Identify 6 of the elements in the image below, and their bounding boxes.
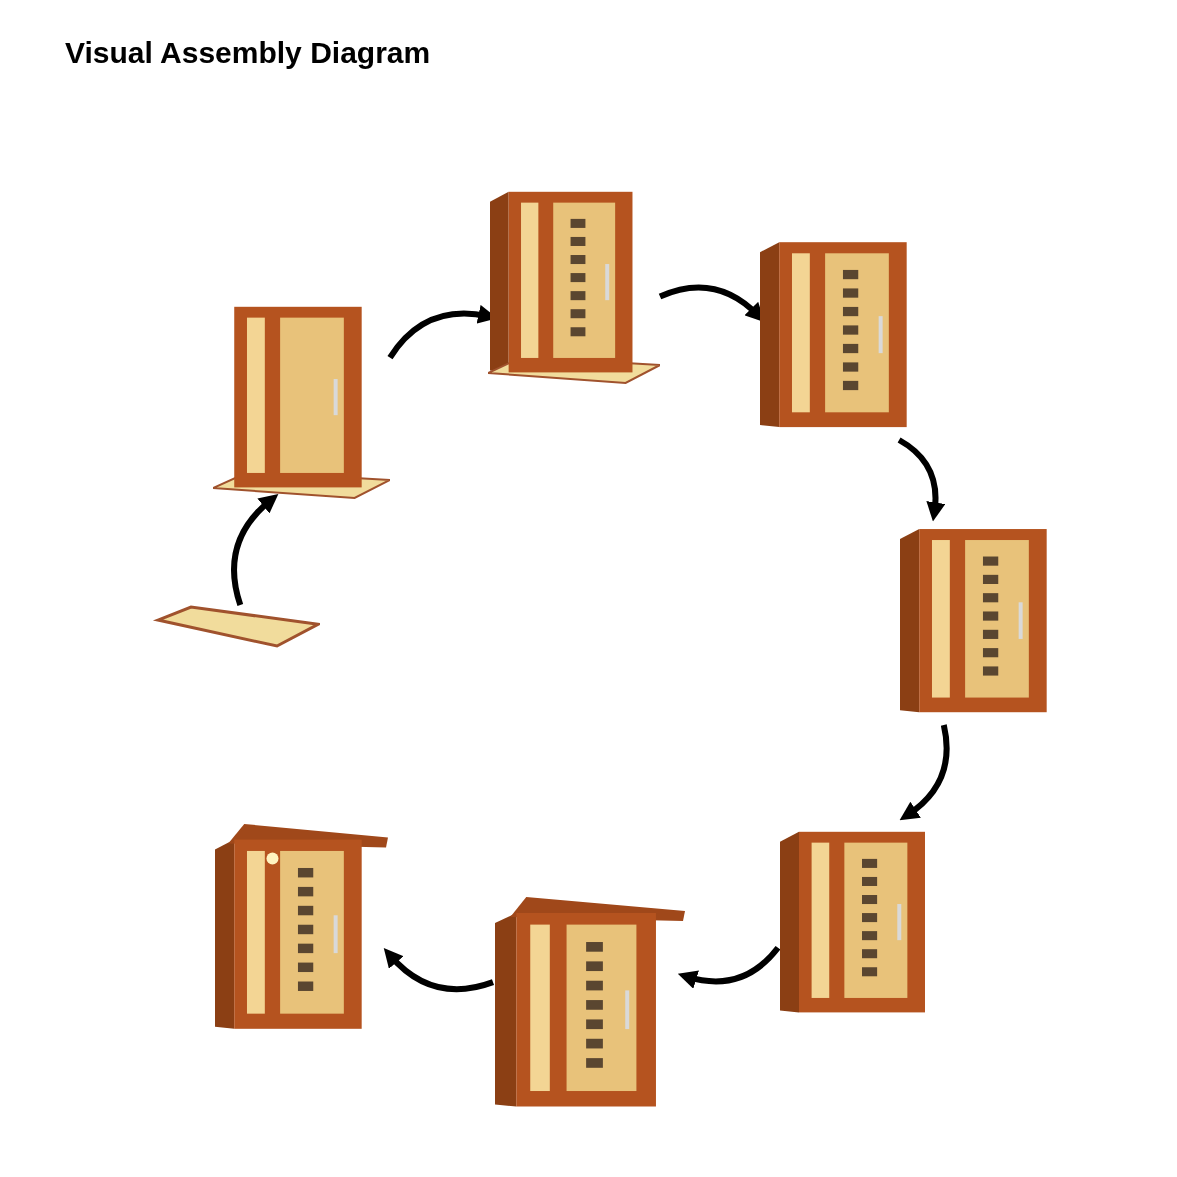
curved-arrow [899,724,950,821]
diagram-title: Visual Assembly Diagram [65,36,431,70]
curved-arrow [677,945,781,989]
curved-arrow [897,437,946,522]
curved-arrow [383,948,494,993]
curved-arrow [231,493,279,606]
